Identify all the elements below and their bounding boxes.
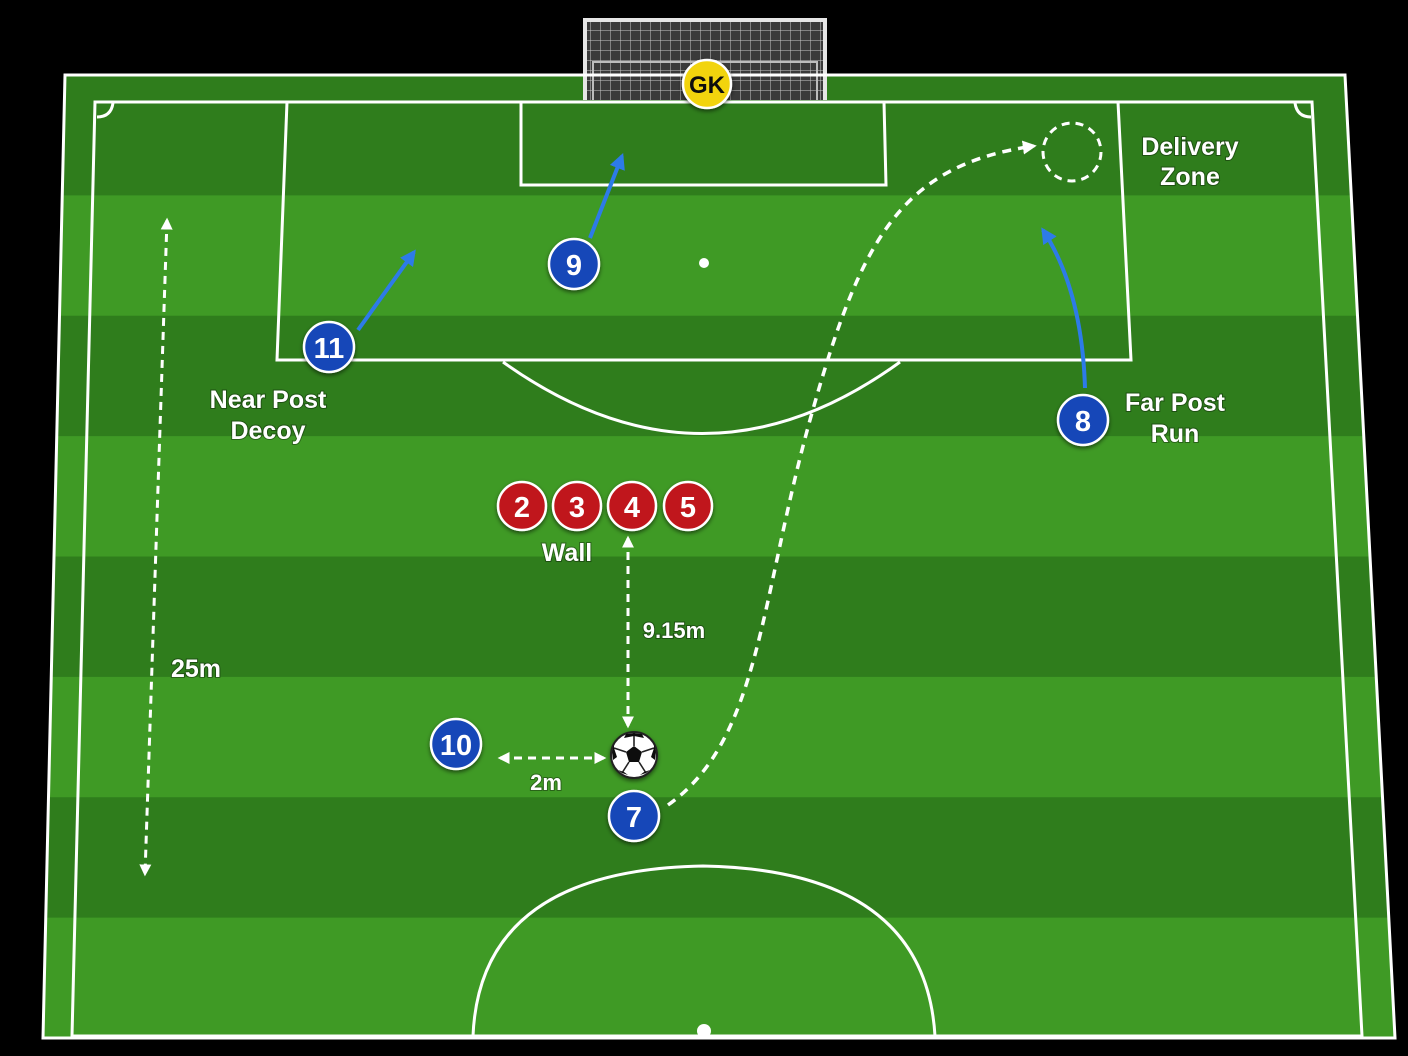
defender-number: 2 — [514, 492, 530, 524]
attacker-marker-8: 8 — [1056, 393, 1110, 447]
defender-number: 3 — [569, 492, 585, 524]
far-post-label-line2: Run — [1151, 420, 1200, 448]
pitch-stripe — [43, 676, 1395, 799]
side-distance-label: 25m — [171, 655, 221, 683]
pitch-stripe — [43, 917, 1395, 1038]
pitch-markings — [41, 73, 1397, 1040]
run-arrow-11 — [356, 249, 416, 332]
short-distance-label: 2m — [530, 770, 562, 795]
corner-arc-right — [1293, 102, 1312, 119]
defender-number: 5 — [680, 492, 696, 524]
defender-number: 4 — [624, 492, 640, 524]
goalkeeper-marker: GK — [681, 58, 733, 110]
run-arrow-8 — [1041, 227, 1087, 389]
defender-marker: 3 — [551, 480, 603, 532]
goal-area — [519, 100, 888, 187]
delivery-zone-label-line2: Zone — [1160, 163, 1220, 191]
centre-spot — [697, 1024, 711, 1038]
pitch-stripe — [43, 195, 1395, 317]
player-runs — [356, 153, 1087, 389]
far-post-label: Far Post — [1125, 389, 1226, 417]
wall-distance-label: 9.15m — [643, 618, 705, 643]
delivery-path — [666, 140, 1037, 807]
attacker-marker-9: 9 — [547, 237, 601, 291]
pitch-stripe — [43, 797, 1395, 919]
wall-label: Wall — [542, 539, 592, 567]
wall-defenders: 2 3 4 5 — [496, 480, 714, 532]
pitch — [43, 75, 1395, 1038]
attacker-marker-10: 10 — [429, 717, 483, 771]
centre-circle — [471, 864, 937, 1037]
side-distance-arrow — [139, 217, 173, 877]
run-arrow-9 — [588, 153, 625, 239]
defender-marker: 5 — [662, 480, 714, 532]
text-labels: Near Post Decoy Far Post Run Delivery Zo… — [170, 132, 1240, 796]
pitch-stripe — [43, 556, 1395, 678]
attacker-number: 9 — [566, 250, 582, 282]
corner-arc-left — [96, 102, 115, 119]
attacker-marker-7: 7 — [607, 789, 661, 843]
near-post-label-line2: Decoy — [230, 417, 305, 445]
penalty-arc — [502, 360, 901, 435]
goalkeeper-label: GK — [689, 72, 726, 99]
pitch-stripes — [43, 75, 1395, 1038]
delivery-zone-label: Delivery — [1141, 133, 1238, 161]
penalty-spot — [699, 258, 709, 268]
pitch-stripe — [43, 315, 1395, 438]
attacker-number: 10 — [440, 730, 472, 762]
attacker-number: 7 — [626, 802, 642, 834]
attacker-number: 8 — [1075, 406, 1091, 438]
delivery-zone-target — [1041, 121, 1103, 183]
attacking-players: 11 9 8 10 7 — [302, 237, 1110, 843]
pitch-stripe — [43, 436, 1395, 558]
attacker-marker-11: 11 — [302, 320, 356, 374]
defender-marker: 2 — [496, 480, 548, 532]
near-post-label: Near Post — [210, 386, 327, 414]
outer-boundary — [41, 73, 1397, 1040]
defender-marker: 4 — [606, 480, 658, 532]
distance-markers — [139, 217, 634, 877]
attacker-number: 11 — [314, 333, 345, 365]
goal-frame — [583, 18, 827, 100]
soccer-ball-icon — [610, 731, 658, 779]
